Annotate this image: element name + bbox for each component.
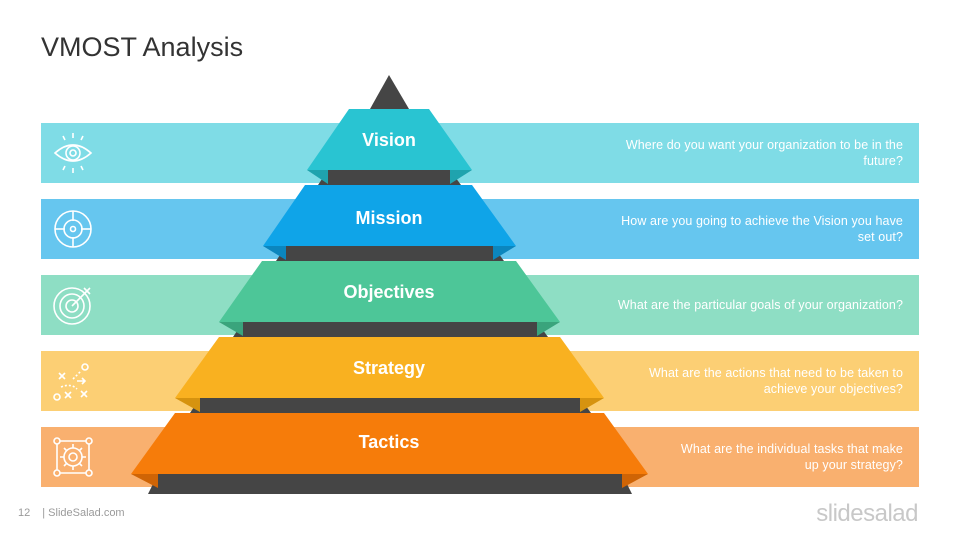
pyramid-base bbox=[148, 474, 632, 494]
tier-tactics-lip-left bbox=[131, 474, 158, 488]
gear-network-icon bbox=[53, 437, 93, 477]
tier-tactics-lip-right bbox=[622, 474, 648, 488]
slidesalad-logo: slidesalad bbox=[816, 500, 918, 527]
footer-source: | SlideSalad.com bbox=[42, 507, 125, 519]
band-vision: Where do you want your organization to b… bbox=[41, 123, 919, 183]
tier-objectives-lip-left bbox=[219, 322, 243, 336]
page-number: 12 bbox=[18, 507, 31, 519]
tier-mission-lip-right bbox=[493, 246, 516, 260]
pyramid-tip bbox=[370, 75, 409, 109]
pyramid-gap-1 bbox=[318, 170, 461, 185]
vision-question: Where do you want your organization to b… bbox=[625, 138, 903, 168]
mission-question: How are you going to achieve the Vision … bbox=[621, 214, 903, 244]
eye-icon bbox=[53, 133, 93, 173]
tier-objectives-lip-right bbox=[537, 322, 560, 336]
pyramid-gap-4 bbox=[190, 398, 591, 413]
crosshair-icon bbox=[54, 210, 92, 248]
tier-vision-lip-right bbox=[450, 170, 472, 184]
tier-strategy-lip-left bbox=[175, 398, 200, 412]
target-icon bbox=[53, 287, 91, 325]
tier-strategy-lip-right bbox=[580, 398, 604, 412]
tier-mission-lip-left bbox=[263, 246, 286, 260]
tactics-question: What are the individual tasks that make … bbox=[680, 442, 903, 472]
pyramid-gap-3 bbox=[233, 322, 548, 337]
tier-vision-lip-left bbox=[307, 170, 328, 184]
tier-tactics bbox=[131, 413, 648, 474]
tier-objectives bbox=[219, 261, 560, 322]
slide-title: VMOST Analysis bbox=[41, 32, 244, 62]
tier-vision-label: Vision bbox=[362, 130, 416, 150]
tier-vision bbox=[307, 109, 472, 170]
tier-strategy-label: Strategy bbox=[353, 358, 425, 378]
strategy-play-icon bbox=[53, 363, 89, 401]
tier-strategy bbox=[175, 337, 604, 398]
tier-objectives-label: Objectives bbox=[343, 282, 434, 302]
objectives-question: What are the particular goals of your or… bbox=[617, 298, 903, 312]
tier-tactics-label: Tactics bbox=[359, 432, 420, 452]
tier-mission-label: Mission bbox=[355, 208, 422, 228]
tier-mission bbox=[263, 185, 516, 246]
slide-footer: 12 | SlideSalad.com bbox=[18, 507, 125, 519]
pyramid-gap-2 bbox=[276, 246, 504, 261]
strategy-question: What are the actions that need to be tak… bbox=[649, 366, 903, 396]
